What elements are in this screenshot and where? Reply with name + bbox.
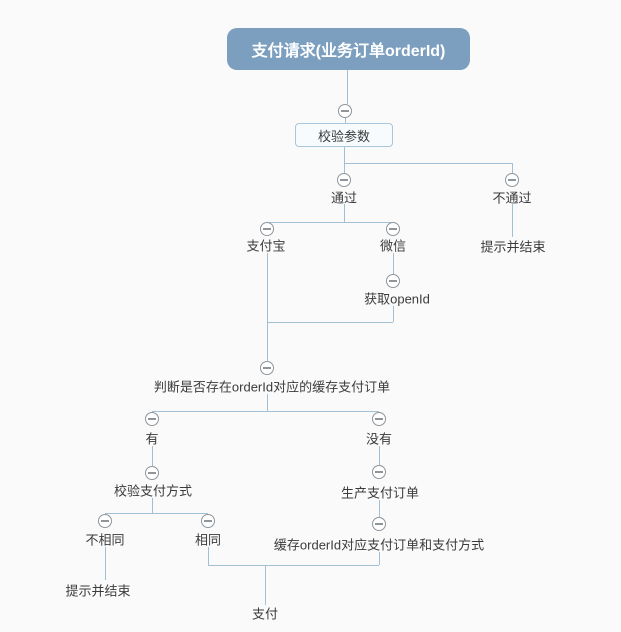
connector-line <box>345 118 346 123</box>
node-cache-pay-order[interactable]: 缓存orderId对应支付订单和支付方式 <box>273 537 485 553</box>
connector-line <box>105 513 208 514</box>
node-fail[interactable]: 不通过 <box>492 190 532 206</box>
connector-line <box>267 222 393 223</box>
connector-line <box>152 498 153 514</box>
connector-line <box>344 163 345 173</box>
minus-circle-icon[interactable] <box>260 361 274 375</box>
minus-circle-icon[interactable] <box>201 514 215 528</box>
connector-line <box>512 204 513 237</box>
node-not-same-end[interactable]: 提示并结束 <box>65 583 131 599</box>
connector-line <box>344 163 512 164</box>
node-pay[interactable]: 支付 <box>251 606 279 622</box>
connector-line <box>208 547 209 565</box>
minus-circle-icon[interactable] <box>337 173 351 187</box>
connector-line <box>152 446 153 466</box>
node-same[interactable]: 相同 <box>194 532 222 548</box>
connector-line <box>267 394 268 412</box>
connector-line <box>265 565 266 605</box>
connector-line <box>344 146 345 163</box>
connector-line <box>105 547 106 580</box>
node-check-cached-order[interactable]: 判断是否存在orderId对应的缓存支付订单 <box>153 379 391 395</box>
minus-circle-icon[interactable] <box>338 104 352 118</box>
node-wechat[interactable]: 微信 <box>379 238 407 254</box>
minus-circle-icon[interactable] <box>386 222 400 236</box>
minus-circle-icon[interactable] <box>98 514 112 528</box>
node-payment-request[interactable]: 支付请求(业务订单orderId) <box>227 28 470 70</box>
node-pass[interactable]: 通过 <box>330 190 358 206</box>
minus-circle-icon[interactable] <box>260 222 274 236</box>
node-fail-end[interactable]: 提示并结束 <box>480 239 546 255</box>
node-alipay[interactable]: 支付宝 <box>246 238 286 254</box>
node-create-pay-order[interactable]: 生产支付订单 <box>340 485 420 501</box>
minus-circle-icon[interactable] <box>505 173 519 187</box>
connector-line <box>208 565 379 566</box>
connector-line <box>393 253 394 274</box>
connector-line <box>347 70 348 104</box>
node-no-cache[interactable]: 没有 <box>365 431 393 447</box>
node-get-openid[interactable]: 获取openId <box>364 291 430 307</box>
minus-circle-icon[interactable] <box>372 517 386 531</box>
minus-circle-icon[interactable] <box>145 412 159 426</box>
minus-circle-icon[interactable] <box>372 412 386 426</box>
connector-line <box>344 204 345 222</box>
connector-line <box>512 163 513 173</box>
connector-line <box>267 322 393 323</box>
minus-circle-icon[interactable] <box>386 274 400 288</box>
minus-circle-icon[interactable] <box>145 466 159 480</box>
connector-line <box>267 322 268 361</box>
node-has-cache[interactable]: 有 <box>145 431 159 447</box>
node-verify-pay-method[interactable]: 校验支付方式 <box>113 483 193 499</box>
connector-line <box>379 552 380 565</box>
minus-circle-icon[interactable] <box>372 465 386 479</box>
node-validate-params[interactable]: 校验参数 <box>295 123 393 147</box>
connector-line <box>379 446 380 465</box>
connector-line <box>267 253 268 322</box>
connector-line <box>393 306 394 322</box>
node-not-same[interactable]: 不相同 <box>85 532 125 548</box>
connector-line <box>152 411 379 412</box>
connector-line <box>379 500 380 517</box>
